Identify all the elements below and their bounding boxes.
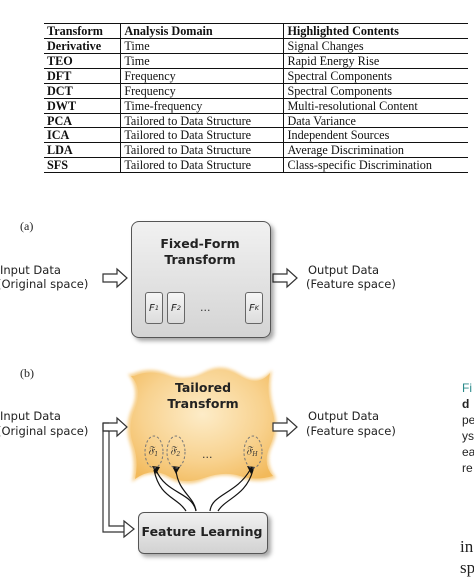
cell-transform: SFS (47, 158, 69, 173)
cell-transform: Derivative (47, 38, 102, 53)
diagram-a-output-line2: (Feature space) (306, 277, 396, 291)
cell-contents: Rapid Energy Rise (283, 53, 468, 69)
side-text-8: sp (460, 558, 474, 577)
diagram-a-label: (a) (20, 219, 34, 233)
diagram-a-output-line1: Output Data (308, 263, 380, 277)
diagram-a-input-arrow (102, 267, 128, 289)
cell-domain: Time (120, 38, 284, 54)
cell-contents: Average Discrimination (283, 142, 468, 158)
diagram-b-feedback-arrowhead (123, 519, 135, 539)
tailored-transform-shape (130, 369, 275, 482)
diagram-a-input-line1: Input Data (0, 263, 61, 277)
tailored-title-line1: Tailored (174, 380, 232, 395)
sigma-fh: 𝔉H (246, 445, 258, 458)
cell-transform: DFT (47, 68, 72, 83)
cell-contents: Class-specific Discrimination (283, 157, 468, 173)
cell-domain: Frequency (120, 68, 284, 84)
diagram-b-output-arrow (272, 416, 298, 438)
cell-domain: Tailored to Data Structure (120, 157, 284, 173)
fixed-form-title-line2: Transform (164, 252, 236, 267)
cell-contents: Spectral Components (283, 83, 468, 99)
cell-contents: Multi-resolutional Content (283, 98, 468, 114)
diagram-b-output-line1: Output Data (308, 409, 380, 423)
header-analysis-domain: Analysis Domain (120, 23, 284, 39)
header-highlighted-contents: Highlighted Contents (283, 23, 468, 39)
feature-learning-arrows (153, 469, 254, 512)
cell-transform: DCT (47, 83, 73, 98)
fixed-form-title-line1: Fixed-Form (160, 236, 240, 251)
diagram-a-input-line2: (Original space) (0, 277, 89, 291)
diagram-b-output-line2: (Feature space) (306, 424, 396, 438)
diagram-b-input-line1: Input Data (0, 409, 61, 423)
table-header-row: Transform Analysis Domain Highlighted Co… (44, 23, 468, 39)
side-text-3: pe (462, 413, 474, 427)
feature-learning-label: Feature Learning (141, 524, 263, 539)
diagram-b-feedback-path (102, 423, 124, 533)
side-text-4: ys (462, 429, 474, 443)
cell-transform: DWT (47, 98, 77, 113)
cell-contents: Spectral Components (283, 68, 468, 84)
diagram-a-output-arrow (272, 267, 298, 289)
function-box-ellipsis: ... (200, 301, 211, 314)
cell-domain: Frequency (120, 83, 284, 99)
diagram-b-input-arrow (102, 416, 128, 438)
diagram-b-input-line2: (Original space) (0, 424, 89, 438)
cell-transform: PCA (47, 113, 73, 128)
cell-transform: LDA (47, 143, 73, 158)
tailored-title-line2: Transform (167, 396, 239, 411)
cell-domain: Time-frequency (120, 98, 284, 114)
cell-transform: TEO (47, 53, 73, 68)
cell-transform: ICA (47, 128, 70, 143)
side-text-2: d (462, 397, 470, 411)
side-text-6: re (462, 461, 473, 475)
sigma-ellipsis: ... (202, 448, 213, 461)
side-text-5: ea (462, 445, 474, 459)
cell-domain: Tailored to Data Structure (120, 127, 284, 143)
cell-domain: Tailored to Data Structure (120, 113, 284, 128)
cell-contents: Signal Changes (283, 38, 468, 54)
cell-domain: Tailored to Data Structure (120, 142, 284, 158)
feature-learning-box (138, 512, 268, 554)
transforms-table: Transform Analysis Domain Highlighted Co… (44, 23, 468, 173)
cell-contents: Data Variance (283, 113, 468, 128)
diagram-b-label: (b) (20, 366, 34, 380)
sigma-f1: 𝔉1 (148, 445, 159, 458)
side-text-7: in (460, 537, 474, 556)
cell-contents: Independent Sources (283, 127, 468, 143)
cell-domain: Time (120, 53, 284, 69)
sigma-f2: 𝔉2 (170, 445, 181, 458)
side-text-1: Fi (462, 381, 472, 395)
header-transform: Transform (47, 24, 103, 38)
